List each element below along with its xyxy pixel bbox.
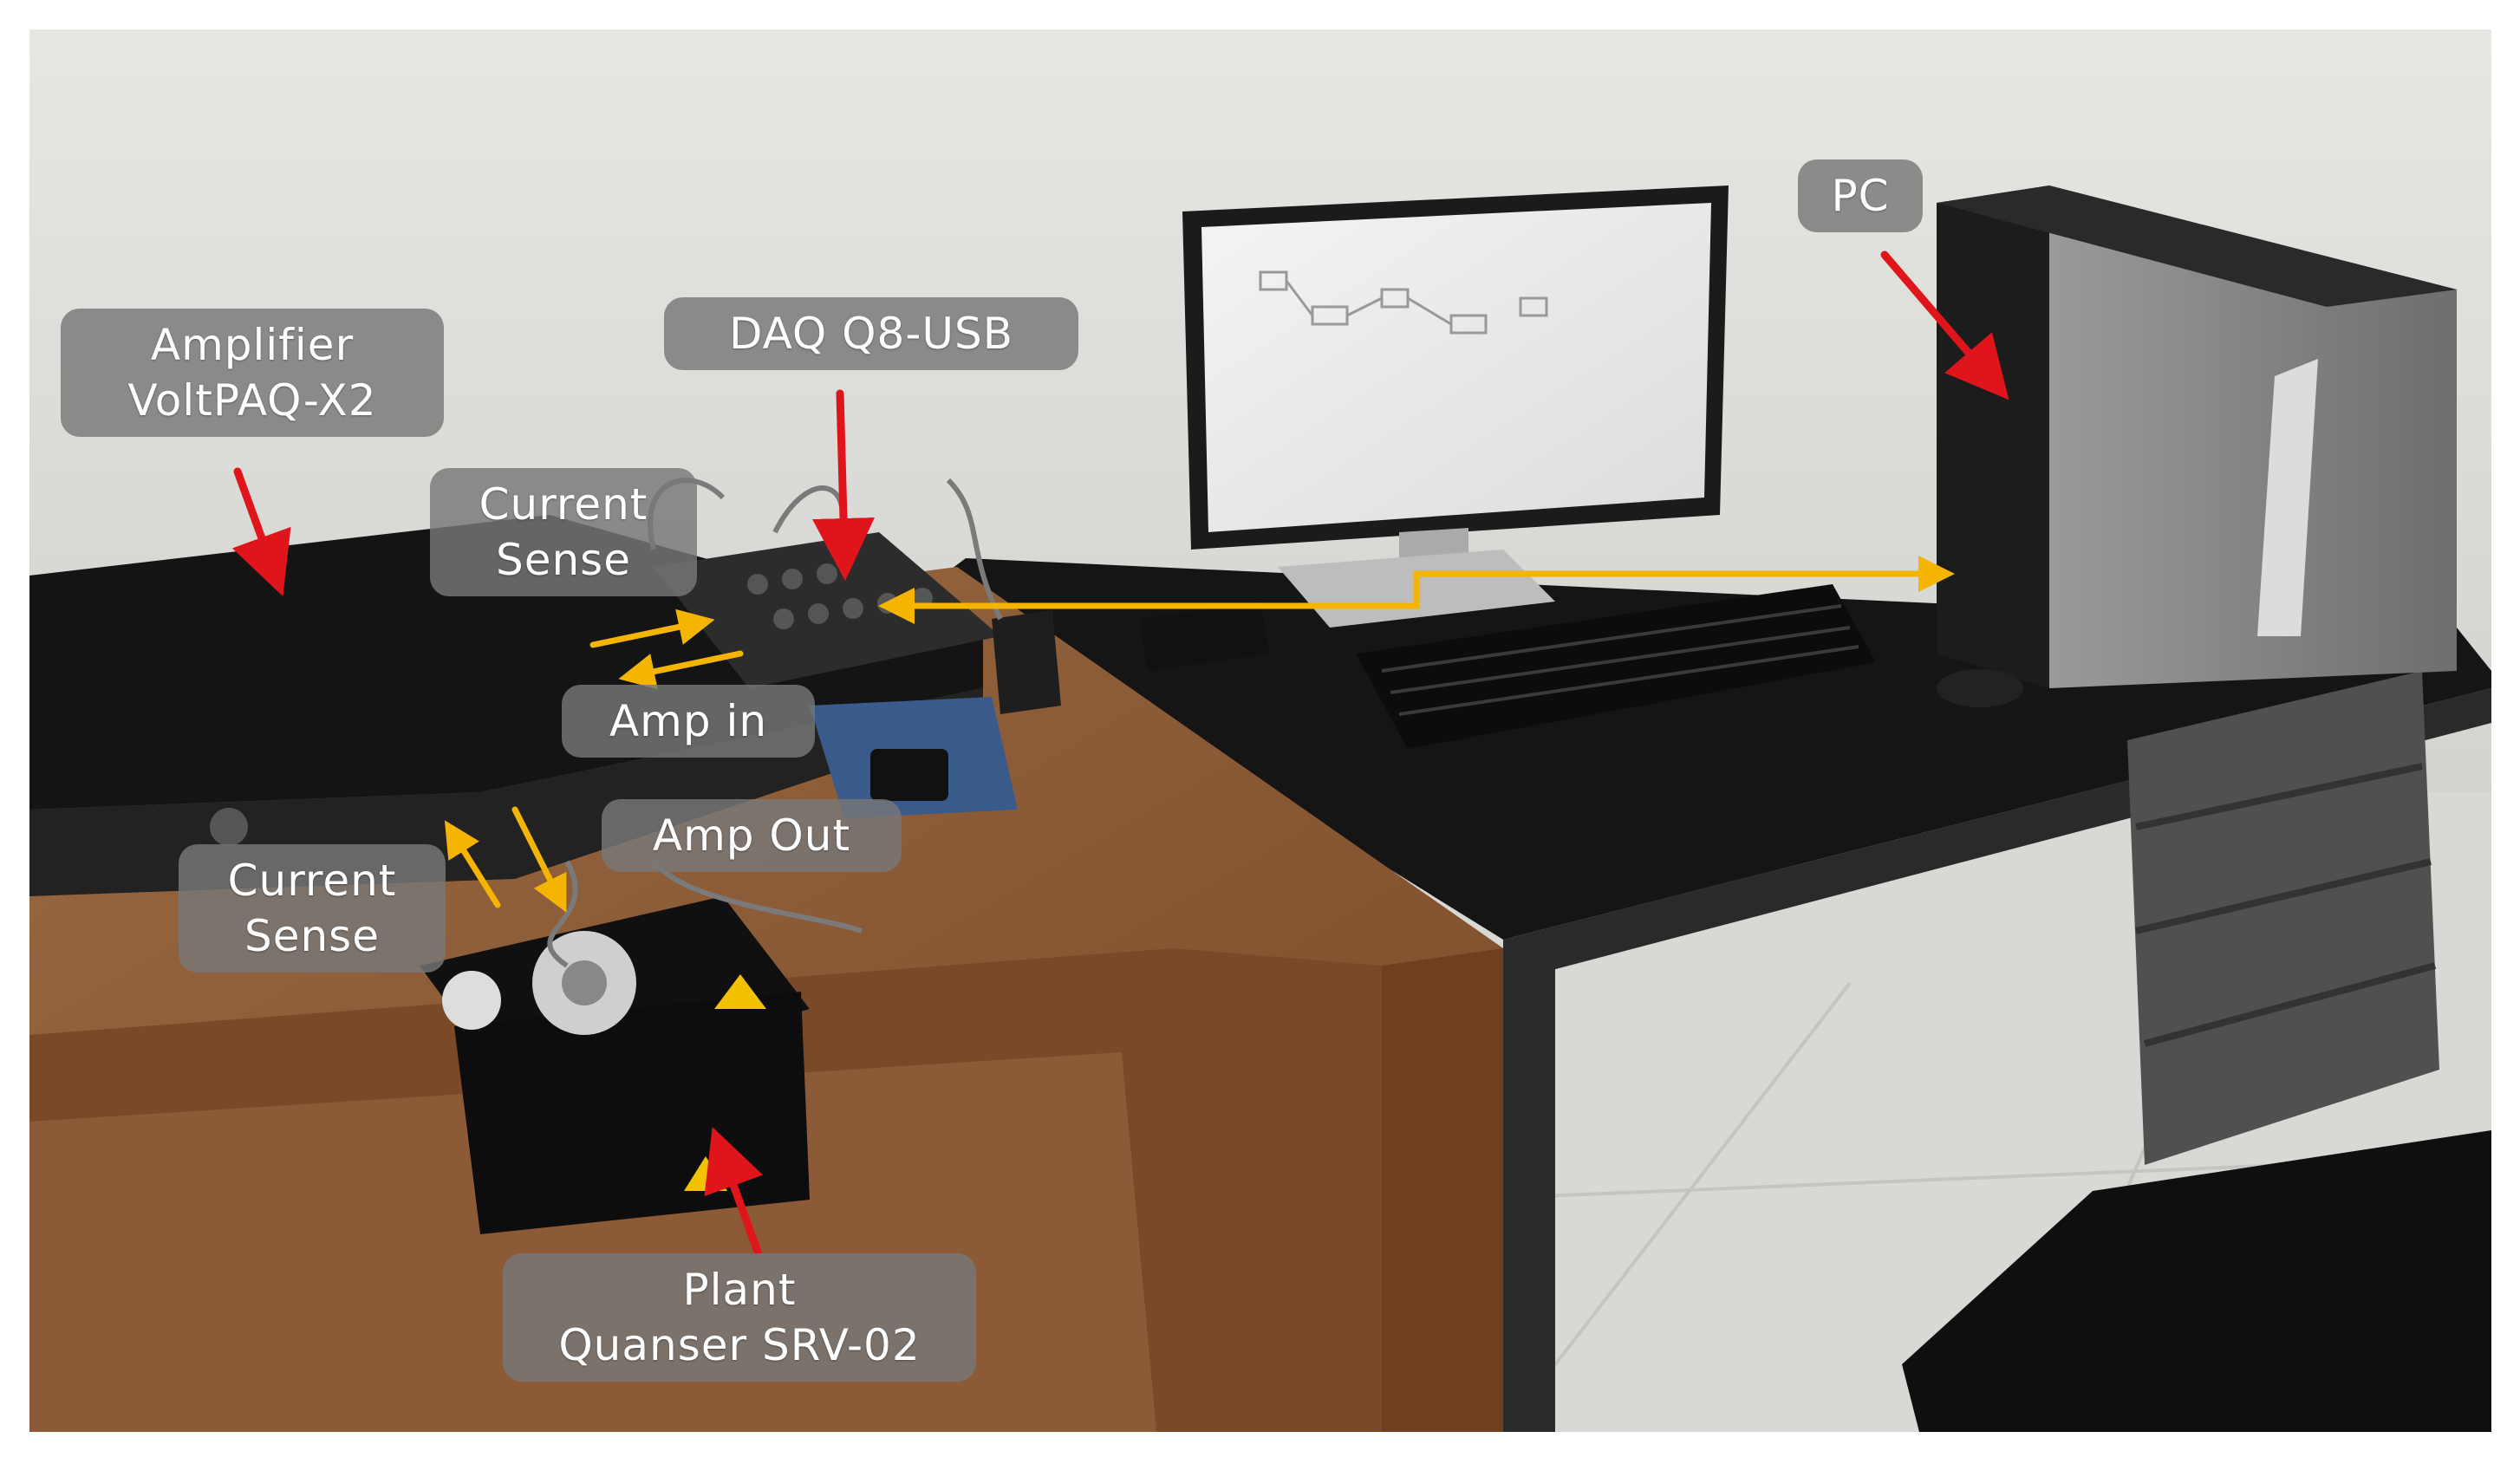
mouse: [1937, 669, 2023, 707]
lab-setup-photo: Amplifier VoltPAQ-X2 DAQ Q8-USB PC Curre…: [29, 29, 2491, 1432]
arrow-to-daq: [812, 389, 875, 581]
scene-illustration: [29, 29, 2491, 1432]
arrow-daq-pc: [878, 556, 1955, 624]
label-amplifier-line2: VoltPAQ-X2: [127, 375, 377, 426]
label-current-sense-bottom-line1: Current: [227, 856, 397, 906]
pc-tower-top: [1937, 185, 2457, 307]
drawer-lines: [2135, 763, 2437, 1047]
label-current-sense-top: Current Sense: [430, 468, 697, 596]
arrow-current-sense-in: [589, 608, 715, 648]
label-plant: Plant Quanser SRV-02: [503, 1253, 976, 1382]
yellow-arrows: [444, 556, 1955, 913]
label-pc-line1: PC: [1831, 171, 1890, 221]
desk-drawers: [2127, 671, 2439, 1165]
label-amp-in-line1: Amp in: [609, 696, 768, 746]
label-amp-out: Amp Out: [602, 799, 902, 872]
plant-gear: [442, 971, 501, 1030]
label-amp-in: Amp in: [562, 685, 815, 758]
plant-warning-sticker: [714, 974, 766, 1009]
keyboard: [1356, 584, 1876, 749]
arrow-amp-in: [618, 650, 744, 690]
label-plant-line2: Quanser SRV-02: [558, 1320, 921, 1370]
label-current-sense-top-line1: Current: [479, 479, 648, 530]
label-current-sense-bottom: Current Sense: [179, 844, 446, 973]
pc-tower-front: [2049, 185, 2457, 688]
screen-diagram: [1259, 270, 1548, 335]
arrow-to-plant: [704, 1127, 764, 1256]
label-amplifier-line1: Amplifier: [150, 320, 355, 370]
label-amplifier: Amplifier VoltPAQ-X2: [61, 309, 444, 437]
amplifier-logo: [210, 808, 248, 846]
power-strip: [992, 610, 1061, 714]
arrow-amp-out-down: [511, 806, 567, 913]
office-chair: [1902, 1130, 2491, 1432]
label-daq-line1: DAQ Q8-USB: [728, 309, 1014, 359]
pc-tower-side: [1937, 185, 2049, 688]
monitor-screen: [1201, 203, 1711, 532]
red-arrows: [231, 251, 2009, 1256]
arrow-to-pc: [1880, 251, 2009, 400]
label-plant-line1: Plant: [682, 1265, 797, 1315]
plant-hub: [562, 960, 607, 1005]
plant-frame: [454, 992, 810, 1234]
pcb-chip: [870, 749, 948, 801]
label-pc: PC: [1798, 159, 1923, 232]
wood-desk-edge: [1382, 948, 1503, 1432]
label-amp-out-line1: Amp Out: [652, 810, 851, 861]
pc-tower-slot: [2257, 359, 2318, 636]
arrow-current-sense-up: [444, 820, 501, 908]
label-daq: DAQ Q8-USB: [664, 297, 1078, 370]
label-current-sense-top-line2: Sense: [495, 535, 631, 585]
label-current-sense-bottom-line2: Sense: [244, 911, 380, 961]
arrow-to-amplifier: [231, 467, 291, 596]
